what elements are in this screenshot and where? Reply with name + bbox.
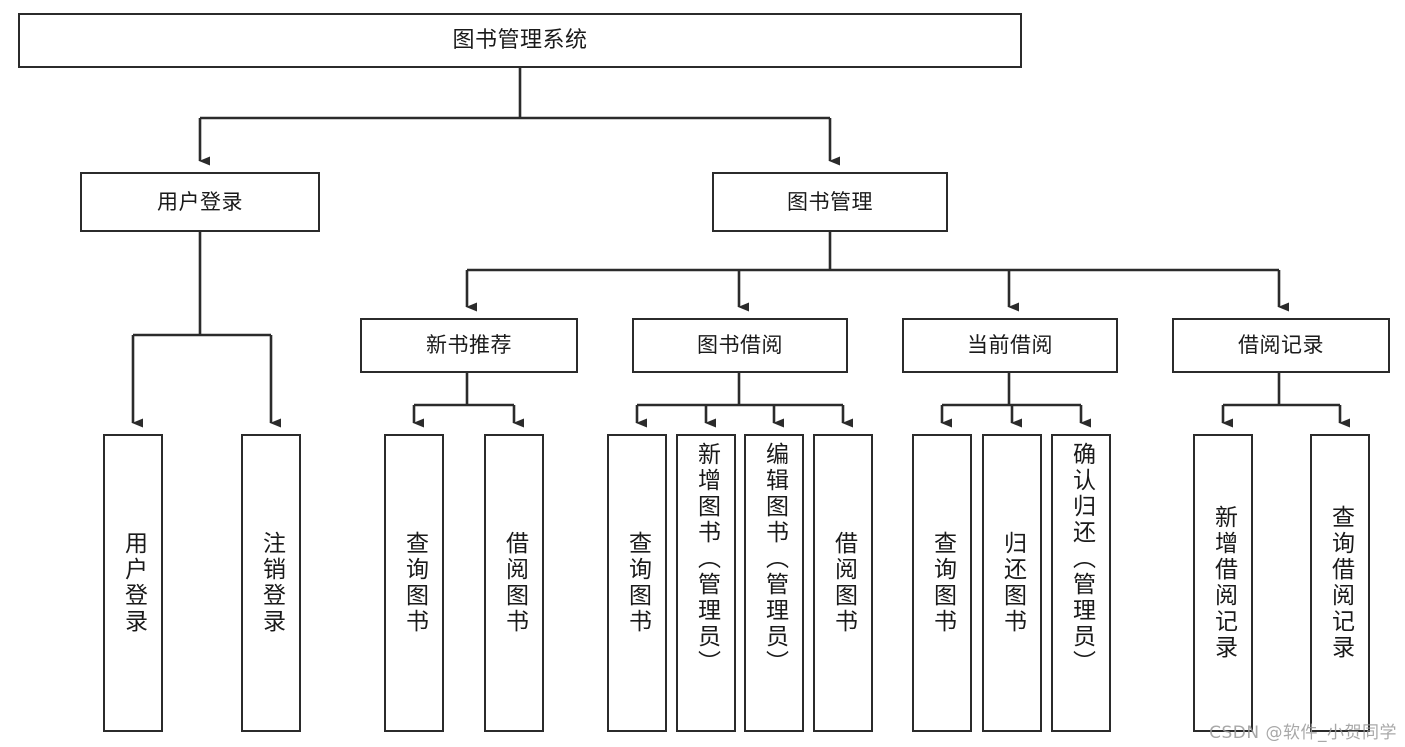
node-leaf-query-borrow-record-label: 查询借阅记录 [1327, 505, 1354, 661]
node-current-borrow[interactable]: 当前借阅 [902, 318, 1118, 373]
node-book-manage[interactable]: 图书管理 [712, 172, 948, 232]
node-leaf-query-book-1[interactable]: 查询图书 [384, 434, 444, 732]
node-leaf-borrow-book-2[interactable]: 借阅图书 [813, 434, 873, 732]
node-current-borrow-label: 当前借阅 [967, 333, 1053, 358]
node-leaf-logout-login[interactable]: 注销登录 [241, 434, 301, 732]
node-leaf-edit-book-admin-label: 编辑图书（管理员） [761, 442, 788, 676]
node-new-book-rec[interactable]: 新书推荐 [360, 318, 578, 373]
node-leaf-edit-book-admin[interactable]: 编辑图书（管理员） [744, 434, 804, 732]
node-leaf-borrow-book-2-label: 借阅图书 [830, 531, 857, 635]
node-leaf-return-book[interactable]: 归还图书 [982, 434, 1042, 732]
node-leaf-add-borrow-record[interactable]: 新增借阅记录 [1193, 434, 1253, 732]
node-book-borrow[interactable]: 图书借阅 [632, 318, 848, 373]
node-leaf-borrow-book-1[interactable]: 借阅图书 [484, 434, 544, 732]
node-leaf-confirm-return-admin[interactable]: 确认归还（管理员） [1051, 434, 1111, 732]
node-root-label: 图书管理系统 [452, 27, 588, 53]
node-leaf-borrow-book-1-label: 借阅图书 [501, 531, 528, 635]
node-book-borrow-label: 图书借阅 [697, 333, 783, 358]
node-leaf-add-borrow-record-label: 新增借阅记录 [1210, 505, 1237, 661]
node-leaf-confirm-return-admin-label: 确认归还（管理员） [1068, 442, 1095, 676]
node-book-manage-label: 图书管理 [787, 189, 873, 214]
node-leaf-query-book-1-label: 查询图书 [401, 531, 428, 635]
node-borrow-record-label: 借阅记录 [1238, 333, 1324, 358]
node-leaf-query-book-3[interactable]: 查询图书 [912, 434, 972, 732]
node-leaf-user-login[interactable]: 用户登录 [103, 434, 163, 732]
node-leaf-query-book-3-label: 查询图书 [929, 531, 956, 635]
node-leaf-return-book-label: 归还图书 [999, 531, 1026, 635]
node-new-book-rec-label: 新书推荐 [426, 333, 512, 358]
node-borrow-record[interactable]: 借阅记录 [1172, 318, 1390, 373]
node-leaf-add-book-admin-label: 新增图书（管理员） [693, 442, 720, 676]
node-root[interactable]: 图书管理系统 [18, 13, 1022, 68]
node-leaf-query-borrow-record[interactable]: 查询借阅记录 [1310, 434, 1370, 732]
node-user-login-label: 用户登录 [157, 189, 243, 214]
node-leaf-logout-login-label: 注销登录 [258, 531, 285, 635]
csdn-watermark: CSDN @软件_小贺同学 [1209, 723, 1397, 743]
node-leaf-query-book-2[interactable]: 查询图书 [607, 434, 667, 732]
node-leaf-add-book-admin[interactable]: 新增图书（管理员） [676, 434, 736, 732]
node-leaf-query-book-2-label: 查询图书 [624, 531, 651, 635]
node-leaf-user-login-label: 用户登录 [120, 531, 147, 635]
node-user-login[interactable]: 用户登录 [80, 172, 320, 232]
